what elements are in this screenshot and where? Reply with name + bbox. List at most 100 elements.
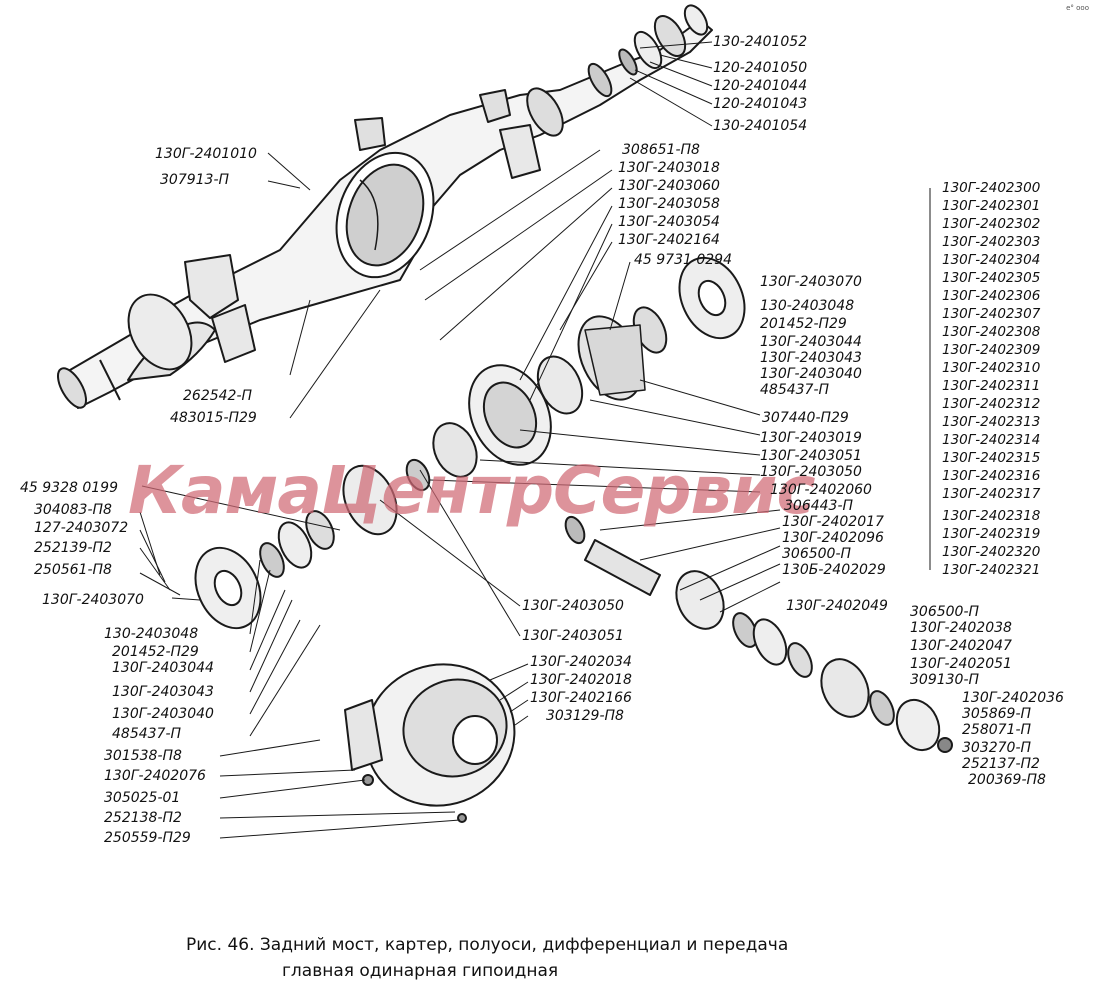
part-label: 305869-П [962,706,1032,722]
part-label: 130Г-2403051 [522,628,624,644]
part-label: 130Г-2402321 [942,562,1041,578]
part-label: 201452-П29 [760,316,847,332]
part-label: 130Г-2402303 [942,234,1041,250]
part-label: 120-2401043 [713,96,808,112]
part-label: 130Г-2402049 [786,598,888,614]
part-label: 130Г-2403044 [112,660,214,676]
part-label: 130Г-2402164 [618,232,720,248]
figure-caption: Рис. 46. Задний мост, картер, полуоси, д… [186,932,788,984]
part-label: 130Б-2402029 [782,562,886,578]
part-label: 130Г-2402301 [942,198,1041,214]
part-label: 45 9731 0294 [634,252,732,268]
part-label: 130Г-2403050 [522,598,624,614]
part-label: 304083-П8 [34,502,112,518]
part-label: 130Г-2402047 [910,638,1012,654]
part-label: 303270-П [962,740,1032,756]
part-label: 305025-01 [104,790,181,806]
part-label: 306500-П [910,604,980,620]
part-label: 250561-П8 [34,562,112,578]
part-label: 45 9328 0199 [20,480,118,496]
part-label: 130Г-2403043 [112,684,214,700]
part-label: 130Г-2402310 [942,360,1041,376]
part-label: 130Г-2401010 [155,146,257,162]
part-label: 130Г-2402302 [942,216,1041,232]
part-label: 130Г-2403040 [112,706,214,722]
part-label: 120-2401044 [713,78,808,94]
differential-assembly [194,256,746,630]
part-label: 130Г-2403058 [618,196,720,212]
part-label: 130Г-2403054 [618,214,720,230]
part-label: 130Г-2403070 [42,592,144,608]
part-label: 250559-П29 [104,830,191,846]
part-label: 130Г-2402312 [942,396,1041,412]
part-label: 130Г-2402313 [942,414,1041,430]
part-label: 252139-П2 [34,540,112,556]
part-label: 130Г-2403070 [760,274,862,290]
part-label: 130Г-2403018 [618,160,720,176]
part-label: 130Г-2402051 [910,656,1012,672]
part-label: 485437-П [112,726,182,742]
part-label: 130Г-2403019 [760,430,862,446]
part-label: 258071-П [962,722,1032,738]
part-label: 130Г-2402038 [910,620,1012,636]
part-label: 252137-П2 [962,756,1040,772]
part-label: 130Г-2402305 [942,270,1041,286]
part-label: 200369-П8 [968,772,1046,788]
part-label: 483015-П29 [170,410,257,426]
caption-line-1: Рис. 46. Задний мост, картер, полуоси, д… [186,935,789,955]
part-label: 130Г-2403040 [760,366,862,382]
part-label: 130Г-2402316 [942,468,1041,484]
axle-housing [57,4,713,409]
part-label: 130Г-2402300 [942,180,1041,196]
part-label: 303129-П8 [546,708,624,724]
part-label: 130Г-2402317 [942,486,1041,502]
part-label: 130Г-2402319 [942,526,1041,542]
part-label: 130Г-2402318 [942,508,1041,524]
part-label: 130Г-2402060 [770,482,872,498]
part-label: 130Г-2403051 [760,448,862,464]
part-label: 130Г-2402034 [530,654,632,670]
part-label: 301538-П8 [104,748,182,764]
part-label: 130Г-2402309 [942,342,1041,358]
part-label: 130Г-2402306 [942,288,1041,304]
part-label: 130Г-2402096 [782,530,884,546]
part-label: 130Г-2402018 [530,672,632,688]
caption-line-2: главная одинарная гипоидная [282,961,559,981]
part-label: 130Г-2403050 [760,464,862,480]
part-label: 120-2401050 [713,60,808,76]
part-label: 309130-П [910,672,980,688]
part-label: 130-2401052 [713,34,808,50]
part-label: 252138-П2 [104,810,182,826]
part-label: 262542-П [183,388,253,404]
part-label: 307913-П [160,172,230,188]
part-label: 130Г-2402017 [782,514,884,530]
part-label: 130Г-2402314 [942,432,1041,448]
leader-lines [139,41,931,839]
part-label: 130Г-2402308 [942,324,1041,340]
carrier-housing [344,663,516,823]
part-label: 130Г-2402315 [942,450,1041,466]
part-label: 485437-П [760,382,830,398]
part-label: 130Г-2402304 [942,252,1041,268]
part-label: 130Г-2402320 [942,544,1041,560]
part-label: 201452-П29 [112,644,199,660]
part-label: 306500-П [782,546,852,562]
part-label: 130Г-2402076 [104,768,206,784]
part-label: 130Г-2403043 [760,350,862,366]
part-label: 130-2403048 [104,626,199,642]
part-label: 130Г-2402036 [962,690,1064,706]
part-label: 306443-П [784,498,854,514]
part-label: 127-2403072 [34,520,129,536]
part-label: 308651-П8 [622,142,700,158]
part-label: 130Г-2402166 [530,690,632,706]
part-label: 130-2401054 [713,118,808,134]
part-label: 307440-П29 [762,410,849,426]
watermark: КамаЦентрСервис [128,452,816,529]
corner-mark: e° ooo [1066,4,1089,12]
part-label: 130-2403048 [760,298,855,314]
part-label: 130Г-2402307 [942,306,1041,322]
part-label: 130Г-2403044 [760,334,862,350]
part-label: 130Г-2402311 [942,378,1041,394]
